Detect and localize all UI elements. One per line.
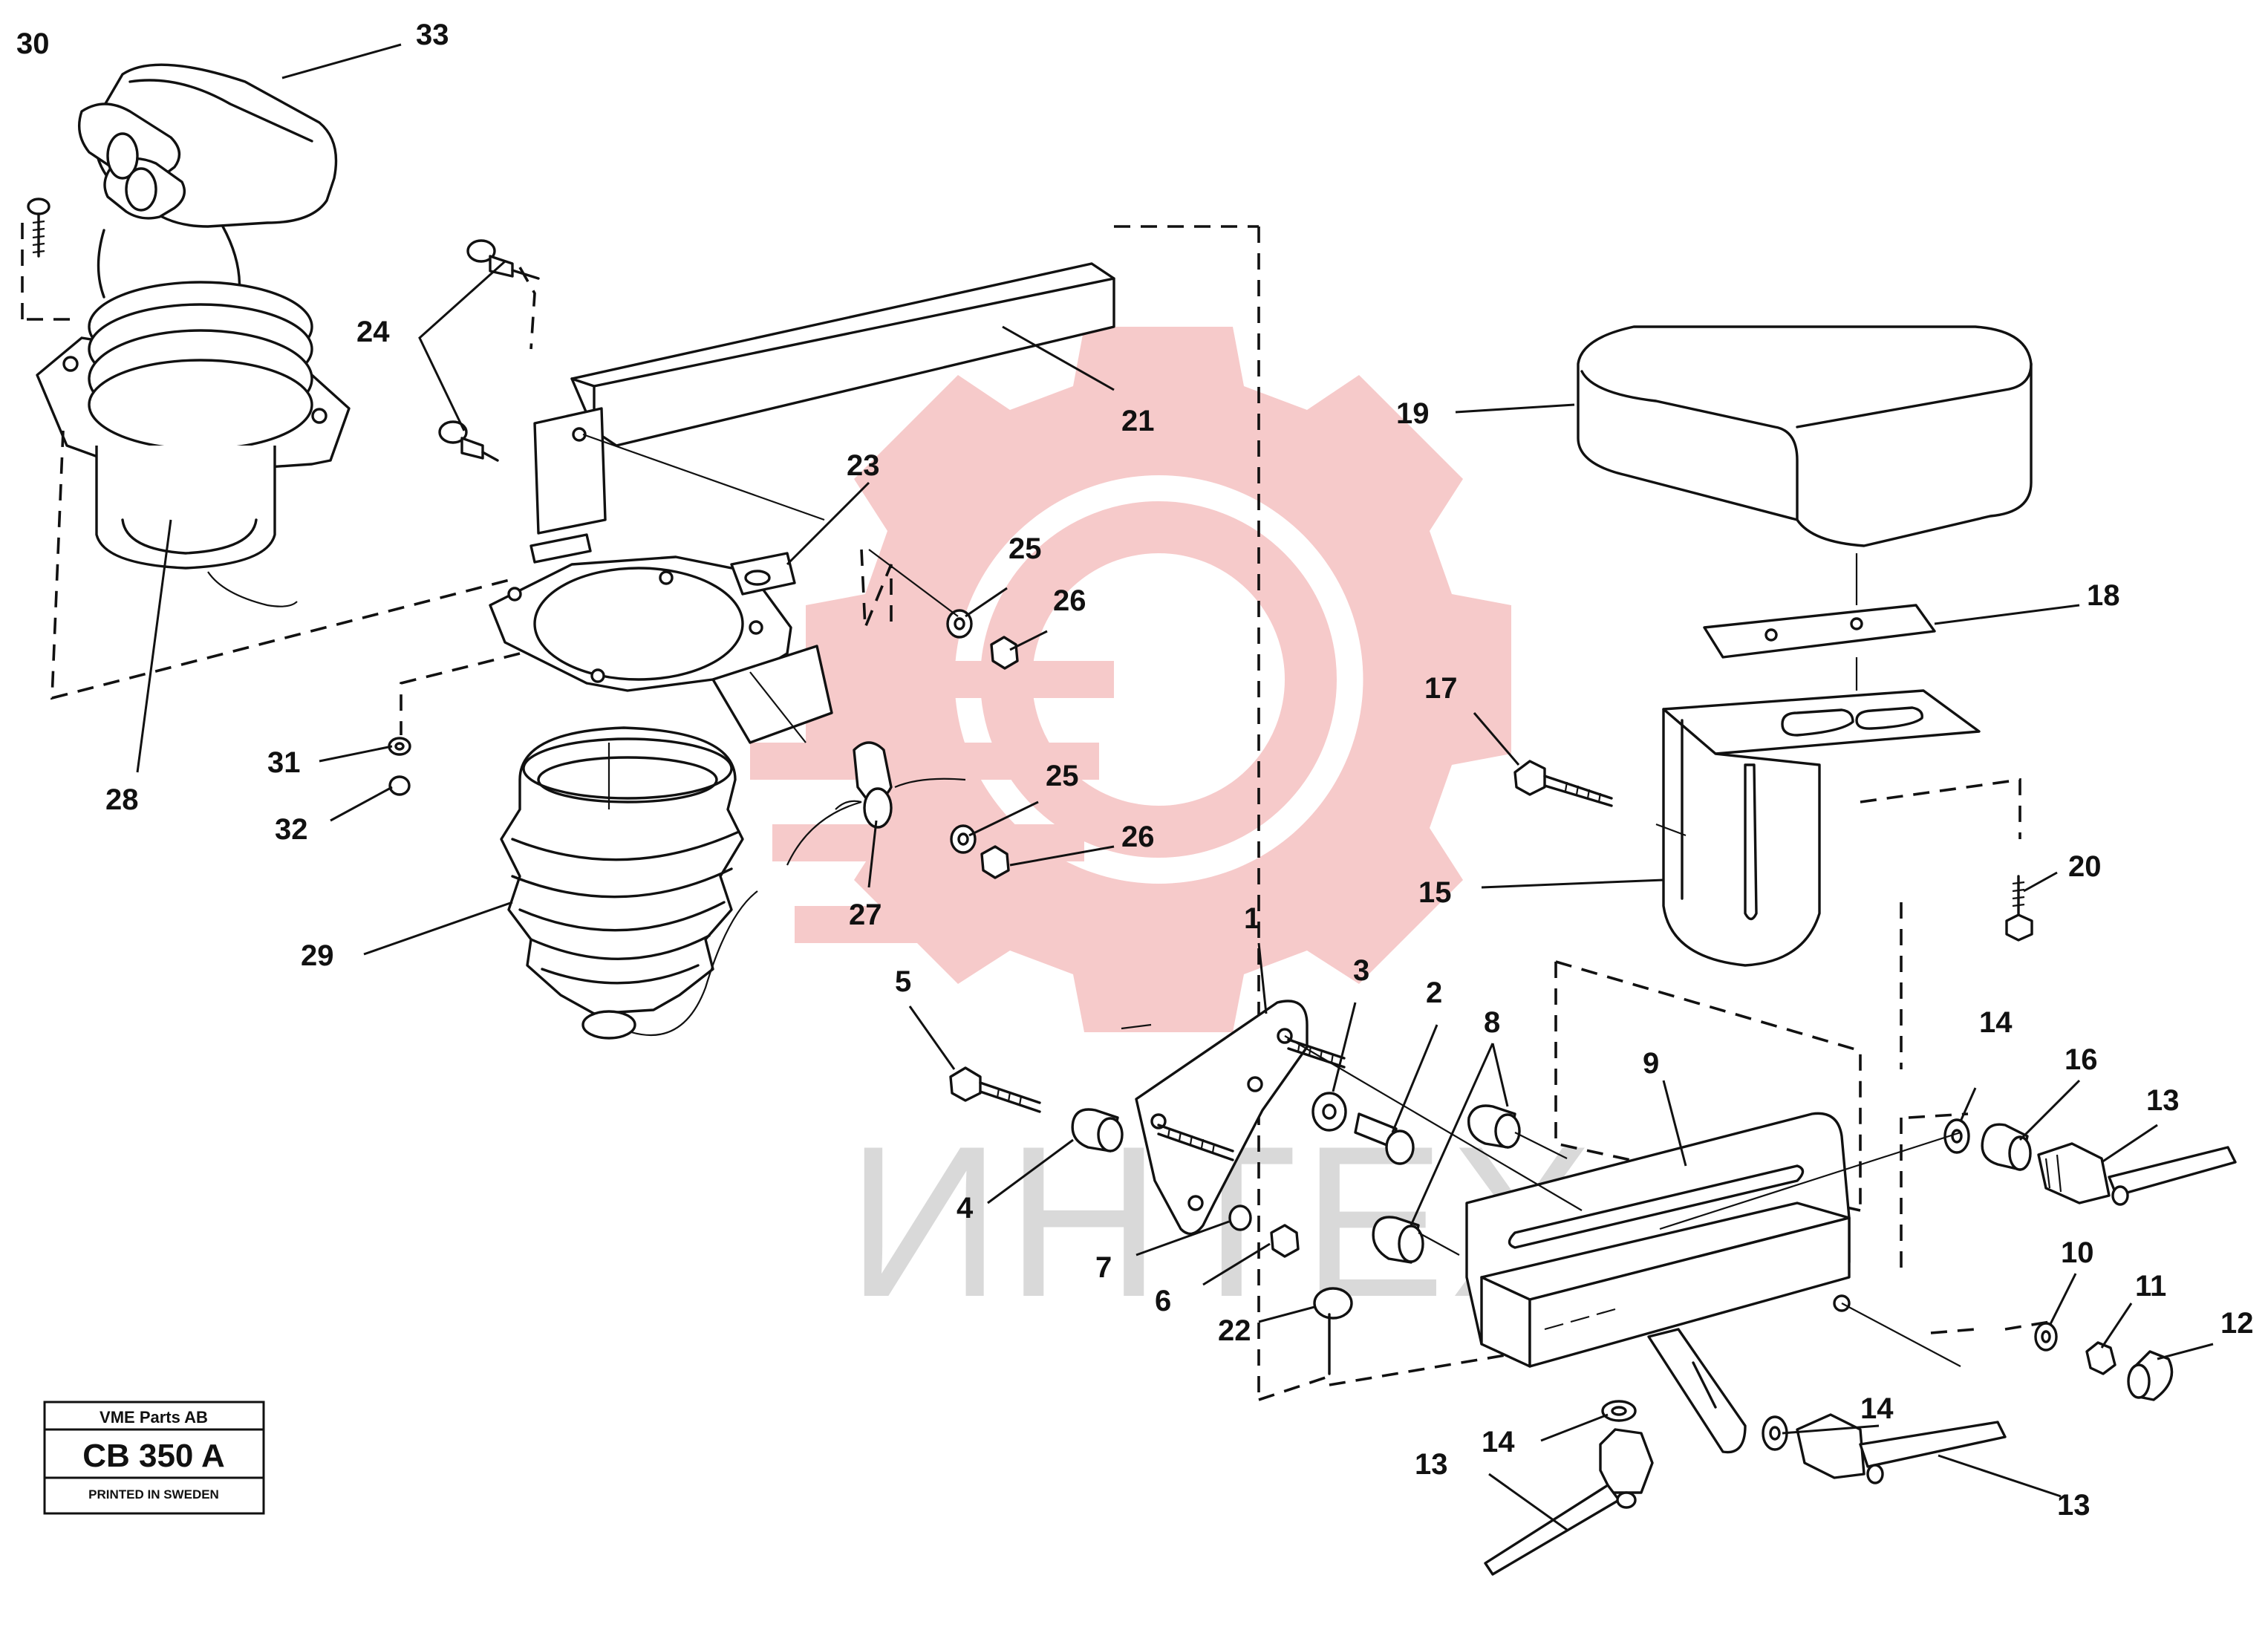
callout-4: 4: [957, 1192, 974, 1225]
part-25-26-washers-nuts: [946, 609, 1019, 879]
callout-14c: 14: [1482, 1426, 1515, 1458]
title-block-printed: PRINTED IN SWEDEN: [88, 1487, 219, 1502]
part-33-joystick-head: [78, 63, 338, 306]
callout-33: 33: [416, 19, 449, 51]
callout-30: 30: [16, 27, 50, 60]
callout-1: 1: [1244, 902, 1260, 935]
part-9-slide-rail: [1465, 1112, 1851, 1454]
part-12-cap: [2127, 1350, 2174, 1401]
part-14-washer-right: [1943, 1118, 1970, 1154]
callout-20: 20: [2068, 850, 2102, 883]
callout-24: 24: [356, 316, 390, 348]
callout-9: 9: [1643, 1047, 1659, 1080]
assembly-guide-lines: [582, 433, 1961, 1367]
part-19-armrest-pad: [1577, 325, 2033, 547]
part-20-bolt: [2005, 875, 2033, 942]
part-15-bracket: [1662, 689, 1981, 967]
callout-6: 6: [1155, 1285, 1171, 1317]
callout-27: 27: [849, 899, 882, 931]
callout-32: 32: [275, 813, 308, 846]
callout-11: 11: [2135, 1270, 2166, 1303]
callout-23: 23: [847, 449, 880, 482]
title-block: VME Parts AB CB 350 A PRINTED IN SWEDEN: [43, 1401, 265, 1515]
leader-lines: [136, 43, 2214, 1531]
callout-14a: 14: [1979, 1006, 2013, 1039]
callout-22: 22: [1218, 1314, 1251, 1347]
part-31-32-washer-nut: [388, 737, 411, 796]
callout-26b: 26: [1121, 821, 1155, 853]
callout-numbers: 30 33 24 21 23 25 26 25 26 27 29 28 31 3…: [16, 19, 2254, 1522]
part-10-washer: [2034, 1322, 2058, 1352]
part-17-bolt: [1513, 760, 1613, 807]
part-5-bolt: [949, 1066, 1041, 1113]
part-1-angle-plate: [1135, 1000, 1309, 1236]
callout-10: 10: [2061, 1236, 2094, 1269]
part-30-screw: [27, 198, 50, 258]
callout-13c: 13: [1415, 1448, 1448, 1481]
part-3-washer: [1311, 1092, 1347, 1132]
watermark-gear-logo: [728, 327, 1511, 1032]
part-23-mounting-plate: [489, 552, 833, 744]
part-21-arm-tube: [529, 262, 1115, 564]
callout-15: 15: [1418, 876, 1452, 909]
part-7-bolt: [1157, 1124, 1252, 1231]
callout-7: 7: [1095, 1251, 1112, 1284]
part-22-rivet: [1313, 1287, 1353, 1375]
callout-5: 5: [895, 965, 911, 998]
title-block-company: VME Parts AB: [100, 1408, 208, 1427]
part-11-nut: [2085, 1341, 2117, 1375]
callout-14b: 14: [1860, 1392, 1894, 1425]
callout-13b: 13: [2057, 1489, 2091, 1522]
part-4-spacer: [1071, 1108, 1124, 1153]
part-28-joystick-base: [36, 281, 351, 607]
part-13-handle-lower-left: [1484, 1428, 1654, 1576]
part-8-spacers: [1372, 1104, 1521, 1264]
part-24-screws: [438, 239, 540, 462]
callout-12: 12: [2220, 1307, 2254, 1340]
part-13-handle-right: [2037, 1142, 2237, 1206]
callout-31: 31: [267, 746, 301, 779]
part-18-plate: [1703, 553, 1936, 691]
callout-3: 3: [1353, 954, 1369, 987]
title-block-code: CB 350 A: [82, 1438, 225, 1474]
part-2-bolt: [1354, 1112, 1415, 1165]
callout-25b: 25: [1046, 760, 1079, 792]
callout-28: 28: [105, 783, 139, 816]
callout-8: 8: [1484, 1006, 1500, 1039]
callout-13a: 13: [2146, 1084, 2180, 1117]
callout-19: 19: [1396, 397, 1430, 430]
callout-16: 16: [2065, 1043, 2098, 1076]
part-27-cable-clamp: [835, 741, 966, 829]
callout-25a: 25: [1008, 532, 1042, 565]
part-6-nut: [1270, 1224, 1300, 1258]
part-14-washer-lower-left: [1601, 1400, 1637, 1422]
callout-29: 29: [301, 939, 334, 972]
callout-18: 18: [2087, 579, 2120, 612]
callout-17: 17: [1424, 672, 1458, 705]
callout-21: 21: [1121, 405, 1155, 437]
callout-26a: 26: [1053, 584, 1086, 617]
part-13-handle-lower-right: [1796, 1413, 2007, 1484]
part-16-sleeve: [1981, 1123, 2032, 1171]
callout-2: 2: [1426, 977, 1442, 1009]
part-29-rubber-bellows: [500, 726, 862, 1040]
